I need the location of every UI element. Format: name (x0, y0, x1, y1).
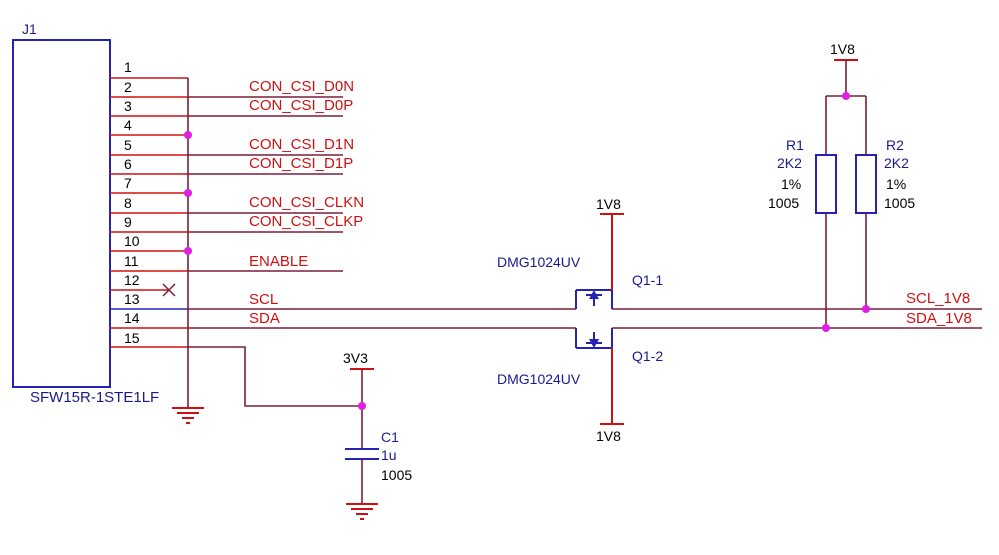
pin-number: 12 (124, 272, 140, 288)
pin-number: 7 (124, 175, 132, 191)
net-label-enable: ENABLE (249, 253, 308, 270)
resistor-tolerance: 1% (886, 176, 906, 192)
connector-body (12, 39, 111, 388)
pin-number: 4 (124, 117, 132, 133)
net-label-clkp: CON_CSI_CLKP (249, 213, 363, 230)
mosfet-part-bottom: DMG1024UV (497, 371, 581, 387)
net-label-scl-1v8: SCL_1V8 (906, 290, 970, 307)
mosfet-ref-bottom: Q1-2 (632, 348, 663, 364)
net-label-clkn: CON_CSI_CLKN (249, 194, 364, 211)
capacitor-value: 1u (381, 447, 397, 463)
connector-pins (110, 77, 188, 348)
pin-number: 2 (124, 79, 132, 95)
resistor-tolerance: 1% (781, 176, 801, 192)
pin-number: 11 (124, 253, 139, 269)
resistor-r1 (815, 154, 837, 214)
net-label-d0n: CON_CSI_D0N (249, 78, 354, 95)
pin-number: 8 (124, 195, 132, 211)
mosfet-q1-2 (575, 328, 613, 349)
pin-number: 10 (124, 233, 140, 249)
connector-ref: J1 (22, 21, 37, 37)
resistor-ref: R2 (886, 137, 904, 153)
junction-dot (842, 92, 850, 100)
resistor-ref: R1 (786, 137, 804, 153)
power-label-1v8: 1V8 (830, 41, 855, 57)
junction-dot (822, 324, 830, 332)
pin15-wire (188, 346, 362, 407)
mosfet-part-top: DMG1024UV (497, 254, 581, 270)
net-label-d1p: CON_CSI_D1P (249, 155, 353, 172)
junction-dot (358, 402, 366, 410)
connector-part: SFW15R-1STE1LF (30, 389, 159, 406)
resistor-package: 1005 (768, 195, 799, 211)
pin-number: 15 (124, 330, 140, 346)
pin-number: 6 (124, 156, 132, 172)
pin-number: 13 (124, 291, 140, 307)
power-label-1v8: 1V8 (596, 428, 621, 444)
resistor-value: 2K2 (777, 155, 802, 171)
net-label-sda: SDA (249, 310, 280, 327)
junction-dot (184, 247, 192, 255)
net-label-d0p: CON_CSI_D0P (249, 97, 353, 114)
junction-dot (862, 305, 870, 313)
mosfet-q1-1 (575, 289, 613, 309)
junction-dot (184, 131, 192, 139)
power-label-1v8: 1V8 (596, 196, 621, 212)
pin-number: 14 (124, 310, 140, 326)
i2c-wires (188, 308, 982, 329)
no-connect-marker (162, 283, 176, 297)
mosfet-ref-top: Q1-1 (632, 272, 663, 288)
pin-number: 3 (124, 98, 132, 114)
net-label-scl: SCL (249, 291, 278, 308)
power-label-3v3: 3V3 (343, 350, 368, 366)
pin-number: 1 (124, 59, 132, 75)
resistor-r2 (855, 154, 877, 214)
junction-dot (184, 189, 192, 197)
resistor-package: 1005 (884, 195, 915, 211)
ground-symbol (346, 503, 378, 520)
pin-number: 9 (124, 214, 132, 230)
pin-number: 5 (124, 137, 132, 153)
capacitor-ref: C1 (381, 429, 399, 445)
capacitor-package: 1005 (381, 467, 412, 483)
net-label-d1n: CON_CSI_D1N (249, 136, 354, 153)
resistor-value: 2K2 (884, 155, 909, 171)
ground-symbol (172, 407, 204, 424)
net-label-sda-1v8: SDA_1V8 (906, 310, 972, 327)
csi-wires (188, 96, 343, 272)
